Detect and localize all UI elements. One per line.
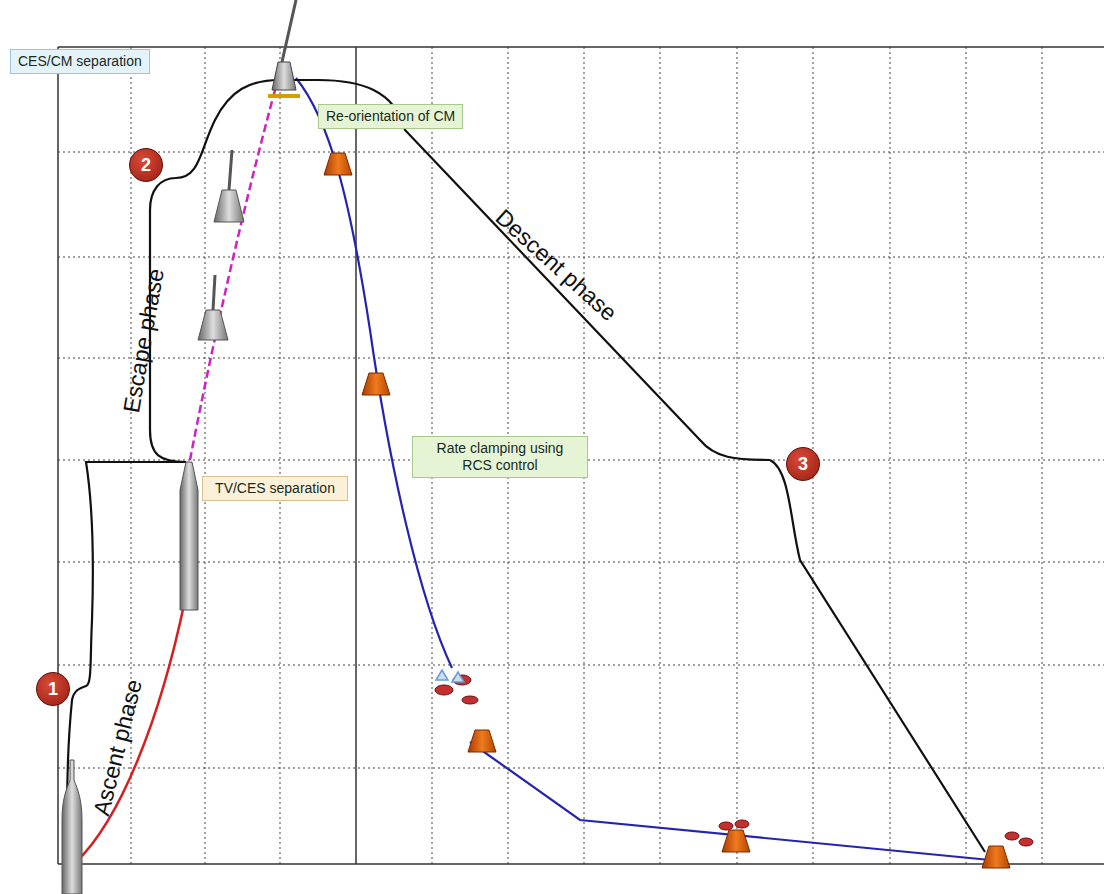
phase-label: Escape phase [118,266,170,414]
label-box: TV/CES separation [202,476,348,501]
phase-label: Ascent phase [88,677,148,819]
callout-text: 1 [48,679,58,700]
label-box: Rate clamping using RCS control [412,436,588,478]
label-box: CES/CM separation [10,49,150,74]
callout-number: 3 [786,447,820,481]
box-text: Rate clamping using RCS control [420,440,580,474]
box-text: TV/CES separation [210,480,340,497]
box-text: CES/CM separation [18,53,142,70]
box-text: Re-orientation of CM [326,108,455,125]
phase-label: Descent phase [490,204,622,327]
label-box: Re-orientation of CM [318,104,463,129]
callout-text: 2 [141,155,151,176]
callout-number: 1 [36,672,70,706]
callout-number: 2 [129,148,163,182]
callout-text: 3 [798,454,808,475]
